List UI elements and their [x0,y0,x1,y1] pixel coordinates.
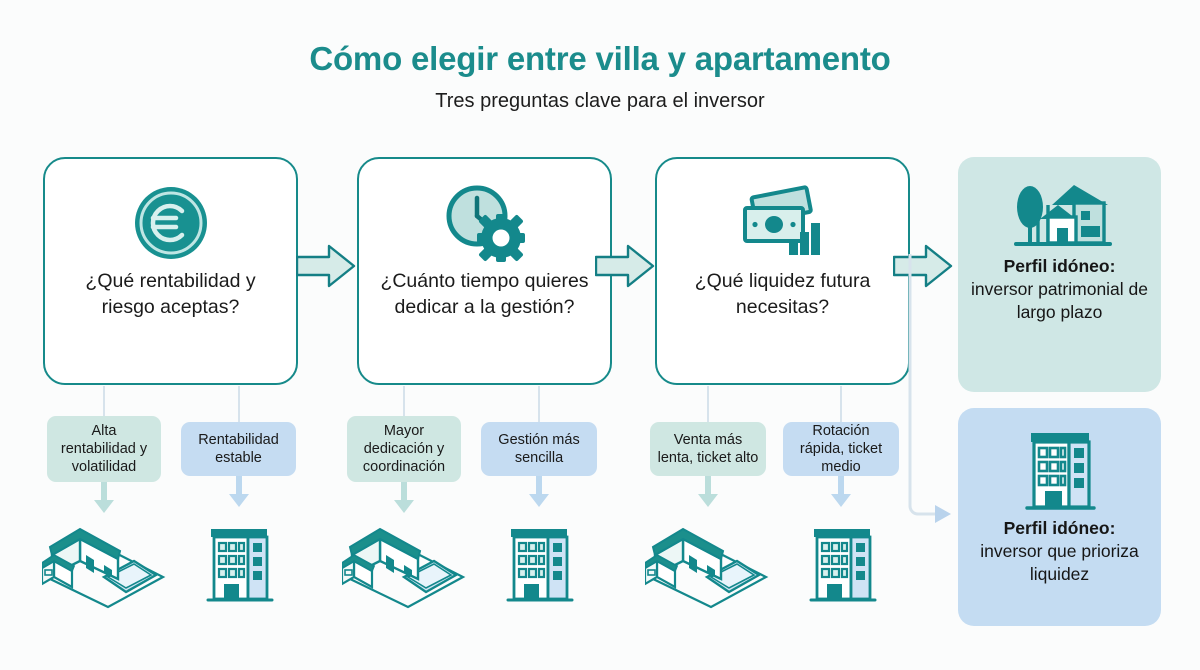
page-subtitle: Tres preguntas clave para el inversor [435,90,765,112]
villa-pool-isometric-icon [342,525,467,610]
down-arrow-1b [228,476,250,513]
question-card-2-text: ¿Cuánto tiempo quieres dedicar a la gest… [380,270,589,318]
down-arrow-2a [393,482,415,519]
result-villa-body: inversor patrimonial de largo plazo [970,278,1149,322]
result-panel-apartment-text: Perfil idóneo: inversor que prioriza liq… [958,517,1161,585]
outcome-chip-3b[interactable]: Rotación rápida, ticket medio [783,422,899,476]
question-card-1-text: ¿Qué rentabilidad y riesgo aceptas? [85,270,256,318]
down-arrow-3b [830,476,852,513]
result-apartment-heading: Perfil idóneo: [1003,518,1116,538]
result-panel-apartment[interactable]: Perfil idóneo: inversor que prioriza liq… [958,408,1161,626]
apartment-block-icon [500,525,580,610]
question-card-3-text: ¿Qué liquidez futura necesitas? [694,270,871,318]
villa-pool-isometric-icon [42,525,167,610]
step-arrow-2 [594,243,655,294]
outcome-chip-2b[interactable]: Gestión más sencilla [481,422,597,476]
result-panel-villa-text: Perfil idóneo: inversor patrimonial de l… [958,255,1161,323]
step-arrow-1 [295,243,356,294]
outcome-chip-2a[interactable]: Mayor dedicación y coordinación [347,416,461,482]
outcome-chip-1b[interactable]: Rentabilidad estable [181,422,296,476]
clock-gear-icon [444,177,526,269]
outcome-chip-1a[interactable]: Alta rentabilidad y volatilidad [47,416,161,482]
result-apartment-body: inversor que prioriza liquidez [980,540,1139,584]
banknotes-chart-icon [737,177,829,269]
down-arrow-1a [93,482,115,519]
branch-connector-to-liquidity-panel [893,250,963,545]
apartment-building-icon [1017,422,1103,517]
result-panel-villa[interactable]: Perfil idóneo: inversor patrimonial de l… [958,157,1161,392]
connector-line [403,386,405,418]
question-card-3[interactable]: ¿Qué liquidez futura necesitas? [655,157,910,385]
page-title: Cómo elegir entre villa y apartamento [309,40,891,77]
down-arrow-2b [528,476,550,513]
connector-line [103,386,105,418]
connector-line [238,386,240,424]
connector-line [707,386,709,424]
apartment-block-icon [200,525,280,610]
result-villa-heading: Perfil idóneo: [1003,256,1116,276]
outcome-chip-3a[interactable]: Venta más lenta, ticket alto [650,422,766,476]
connector-line [840,386,842,424]
down-arrow-3a [697,476,719,513]
villa-pool-isometric-icon [645,525,770,610]
apartment-block-icon [803,525,883,610]
question-card-2[interactable]: ¿Cuánto tiempo quieres dedicar a la gest… [357,157,612,385]
villa-house-tree-icon [1008,173,1112,255]
step-arrow-3 [892,243,953,294]
euro-coin-icon [132,177,210,269]
question-card-1[interactable]: ¿Qué rentabilidad y riesgo aceptas? [43,157,298,385]
connector-line [538,386,540,424]
